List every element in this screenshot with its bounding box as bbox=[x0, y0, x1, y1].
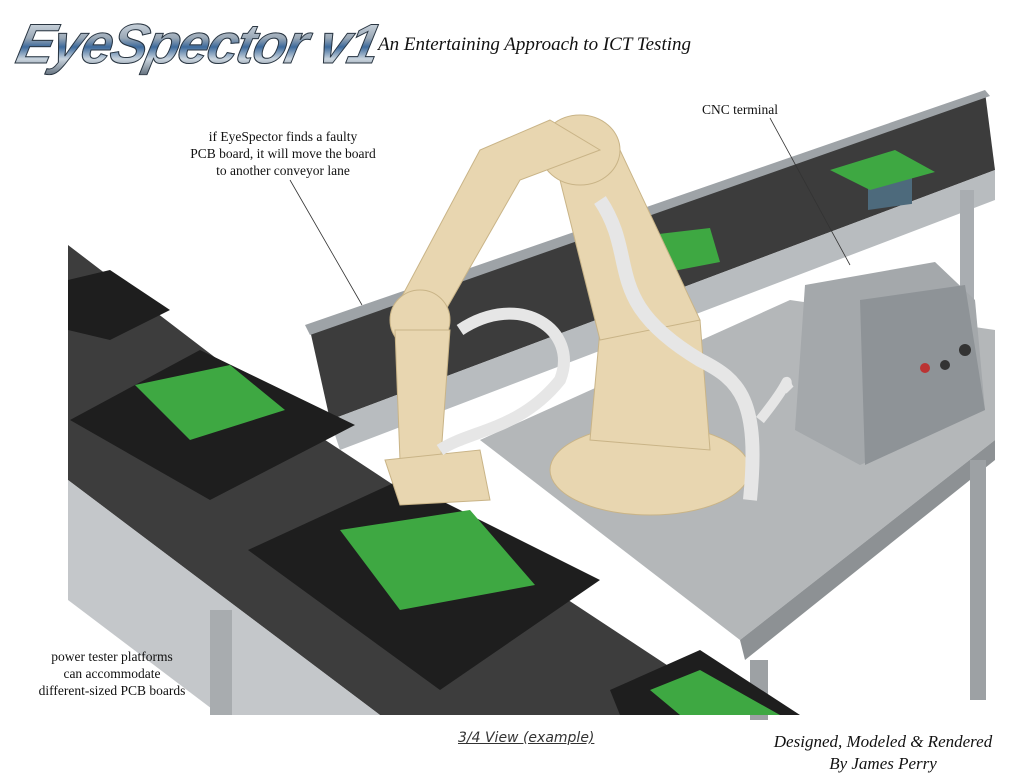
credit-line: Designed, Modeled & Rendered bbox=[773, 732, 993, 751]
pcb-board bbox=[830, 150, 935, 190]
credit-line: By James Perry bbox=[829, 754, 937, 773]
leader-line bbox=[769, 117, 851, 266]
note-line: can accommodate bbox=[63, 666, 161, 681]
power-tester-note: power tester platforms can accommodate d… bbox=[22, 648, 202, 699]
cable-chain bbox=[436, 307, 570, 456]
note-line: if EyeSpector finds a faulty bbox=[208, 129, 358, 144]
logo: EyeSpector v1 bbox=[11, 12, 385, 76]
credit: Designed, Modeled & Rendered By James Pe… bbox=[752, 731, 1014, 775]
cable-chain bbox=[756, 376, 794, 424]
leader-line bbox=[289, 179, 363, 306]
note-line: to another conveyor lane bbox=[216, 163, 350, 178]
cable-chain bbox=[594, 196, 760, 501]
subtitle: An Entertaining Approach to ICT Testing bbox=[378, 34, 691, 55]
tester-platform bbox=[68, 270, 800, 715]
faulty-board-note: if EyeSpector finds a faulty PCB board, … bbox=[168, 128, 398, 179]
note-line: different-sized PCB boards bbox=[38, 683, 186, 698]
note-line: PCB board, it will move the board bbox=[190, 146, 376, 161]
view-caption: 3/4 View (example) bbox=[458, 730, 595, 746]
cnc-terminal-note: CNC terminal bbox=[701, 102, 779, 117]
note-line: power tester platforms bbox=[51, 649, 173, 664]
